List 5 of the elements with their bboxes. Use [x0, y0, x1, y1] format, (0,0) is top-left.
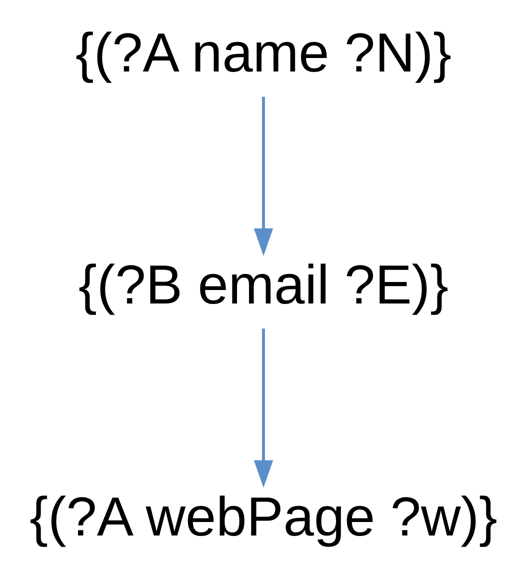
node-text: {(?A webPage ?w)} [30, 484, 498, 547]
arrow [254, 328, 274, 488]
node-text: {(?B email ?E)} [78, 253, 448, 316]
arrow [254, 96, 274, 256]
node-text: {(?A name ?N)} [75, 21, 452, 84]
